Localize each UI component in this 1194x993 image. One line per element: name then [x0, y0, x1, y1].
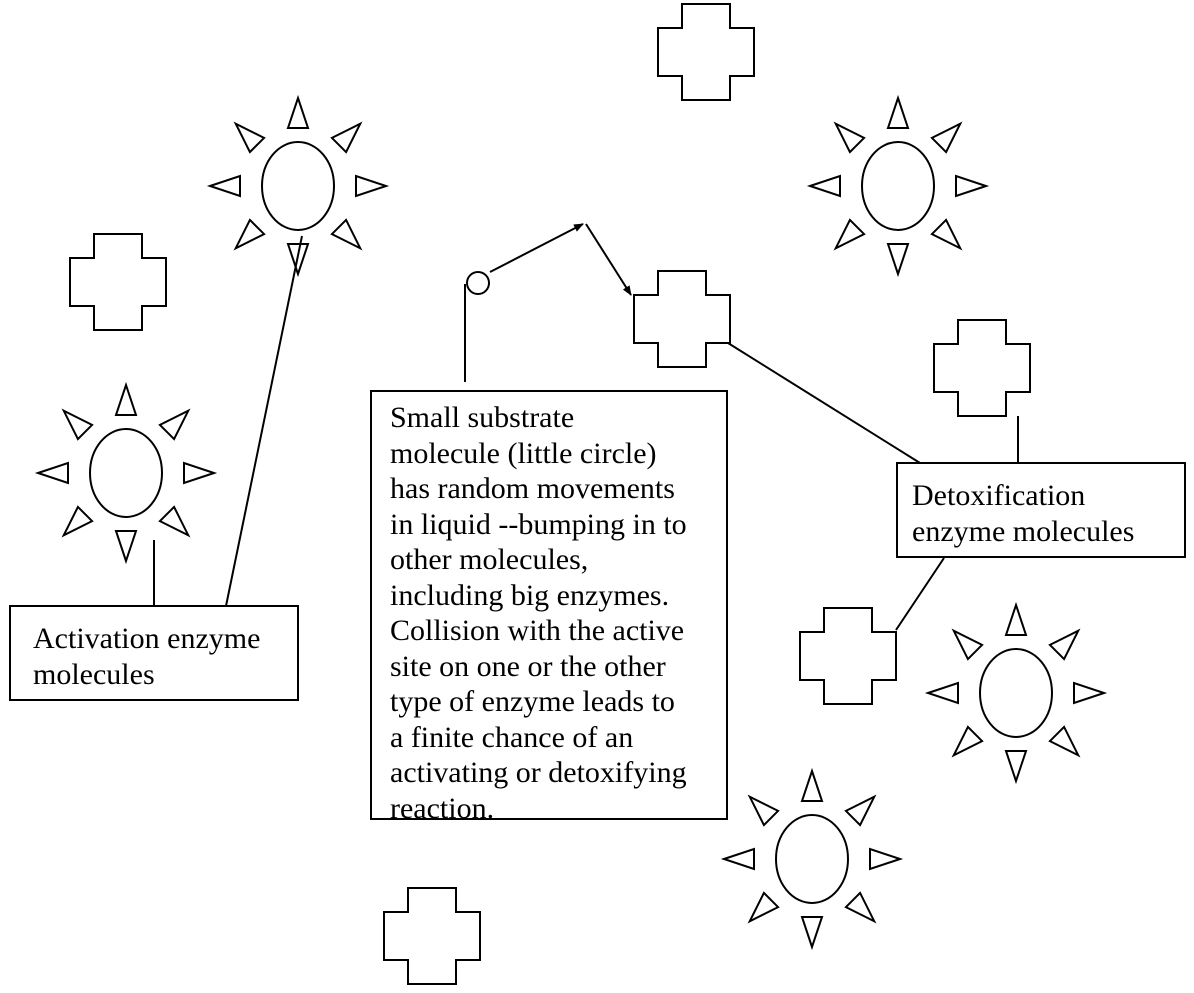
sun-icon	[924, 601, 1108, 785]
enzyme-ray	[720, 847, 755, 871]
connector-detox-to-cross-bottom	[895, 557, 945, 631]
enzyme-ray	[930, 121, 963, 154]
enzyme-body	[979, 648, 1053, 738]
enzyme-ray	[924, 681, 959, 705]
enzyme-ray	[833, 218, 866, 251]
enzyme-ray	[800, 767, 824, 802]
enzyme-ray	[747, 891, 780, 924]
enzyme-ray	[886, 94, 910, 129]
enzyme-ray	[869, 847, 904, 871]
detox-label-box: Detoxification enzyme molecules	[896, 462, 1186, 558]
substrate-path-arrow-1	[489, 223, 584, 273]
enzyme-ray	[158, 505, 191, 538]
enzyme-ray	[206, 174, 241, 198]
enzyme-body	[861, 141, 935, 231]
enzyme-ray	[61, 408, 94, 441]
cross-icon	[933, 319, 1031, 417]
enzyme-ray	[114, 530, 138, 565]
sun-icon	[806, 94, 990, 278]
activation-label-text: Activation enzyme molecules	[33, 622, 261, 691]
enzyme-ray	[955, 174, 990, 198]
enzyme-ray	[233, 218, 266, 251]
enzyme-ray	[330, 218, 363, 251]
enzyme-body	[89, 428, 163, 518]
enzyme-ray	[930, 218, 963, 251]
enzyme-ray	[844, 794, 877, 827]
enzyme-ray	[844, 891, 877, 924]
enzyme-ray	[886, 243, 910, 278]
sun-icon	[34, 381, 218, 565]
detox-label-text: Detoxification enzyme molecules	[912, 479, 1135, 548]
cross-icon	[69, 233, 167, 331]
cross-icon	[657, 3, 755, 101]
substrate-description-text: Small substrate molecule (little circle)…	[390, 401, 687, 825]
connector-activation-to-sun	[225, 235, 303, 607]
enzyme-ray	[183, 461, 218, 485]
enzyme-ray	[747, 794, 780, 827]
enzyme-ray	[1048, 725, 1081, 758]
enzyme-body	[261, 141, 335, 231]
enzyme-ray	[158, 408, 191, 441]
connector-detox-to-cross-center	[727, 342, 921, 464]
enzyme-ray	[800, 916, 824, 951]
enzyme-ray	[833, 121, 866, 154]
cross-icon	[383, 887, 481, 985]
enzyme-ray	[1004, 601, 1028, 636]
sun-icon	[720, 767, 904, 951]
enzyme-ray	[1048, 628, 1081, 661]
sun-icon	[206, 94, 390, 278]
enzyme-ray	[1073, 681, 1108, 705]
enzyme-ray	[233, 121, 266, 154]
activation-label-box: Activation enzyme molecules	[9, 605, 299, 701]
enzyme-ray	[355, 174, 390, 198]
enzyme-ray	[806, 174, 841, 198]
substrate-circle-icon	[466, 271, 490, 295]
enzyme-ray	[61, 505, 94, 538]
enzyme-ray	[951, 628, 984, 661]
enzyme-ray	[286, 94, 310, 129]
enzyme-body	[775, 814, 849, 904]
cross-icon	[799, 607, 897, 705]
enzyme-ray	[951, 725, 984, 758]
enzyme-ray	[34, 461, 69, 485]
enzyme-ray	[330, 121, 363, 154]
substrate-path-arrow-2	[585, 223, 632, 296]
enzyme-ray	[1004, 750, 1028, 785]
enzyme-ray	[114, 381, 138, 416]
cross-icon	[633, 270, 731, 368]
substrate-description-box: Small substrate molecule (little circle)…	[370, 390, 728, 825]
